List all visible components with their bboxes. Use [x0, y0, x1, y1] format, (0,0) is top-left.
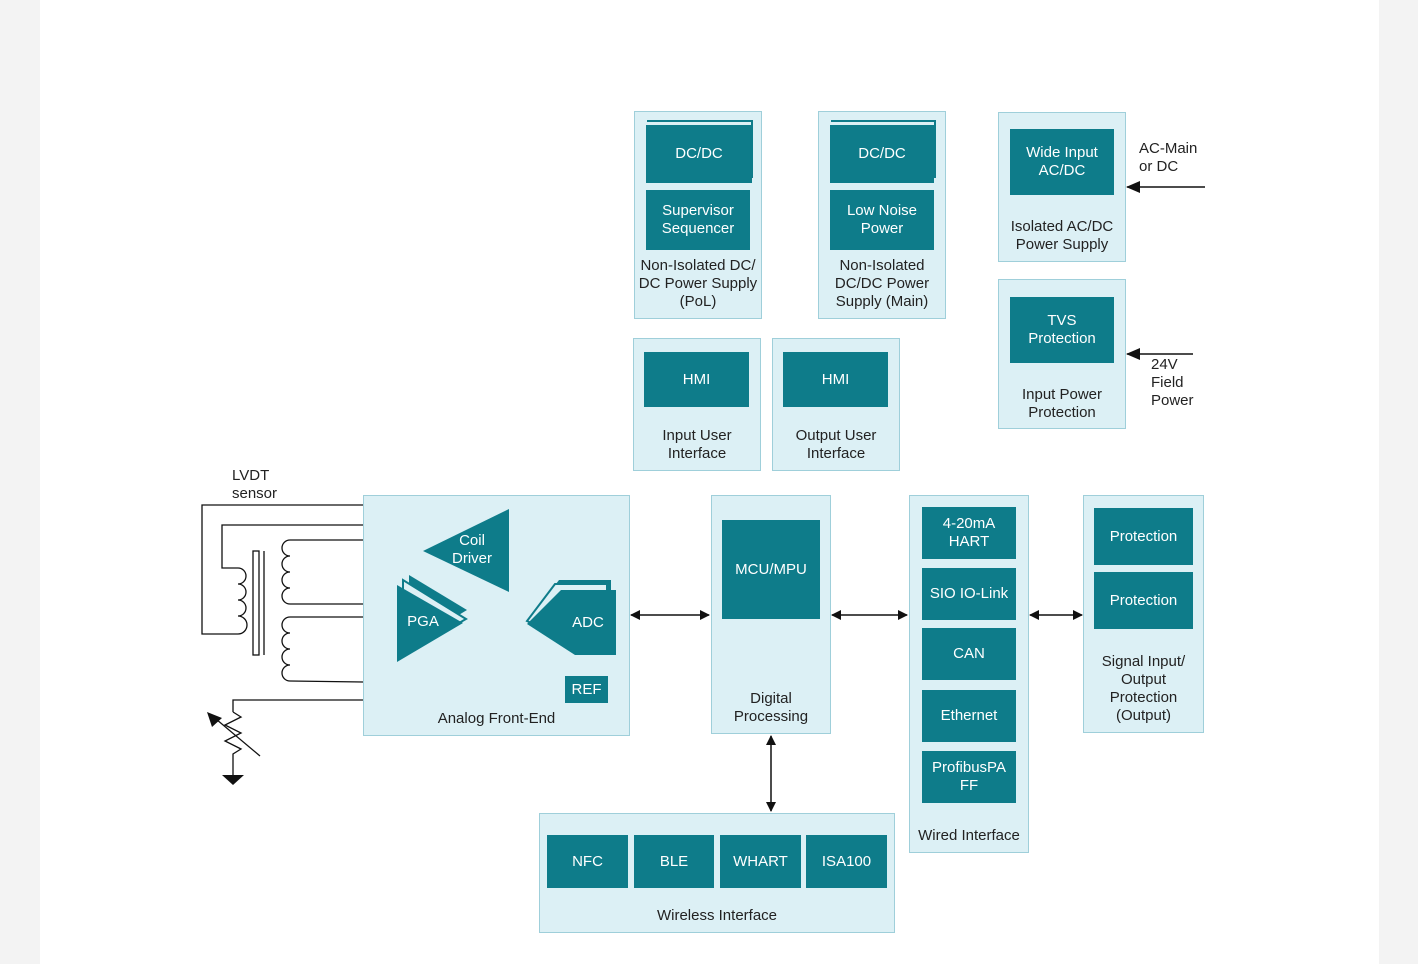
pol-dcdc-block[interactable]: DC/DC [646, 125, 752, 183]
input-power-protection-caption: Input Power Protection [1021, 386, 1103, 421]
coil-driver-shape [423, 509, 509, 592]
pga-shape [397, 585, 463, 662]
output-user-interface-caption: Output User Interface [795, 427, 877, 462]
signal-protection-block-1[interactable]: Protection [1094, 508, 1193, 565]
dcdc-stack-shadow [831, 120, 936, 178]
digital-processing-caption: Digital Processing [733, 690, 809, 725]
isolated-acdc-caption: Isolated AC/DC Power Supply [1010, 218, 1114, 253]
supervisor-sequencer-block[interactable]: Supervisor Sequencer [646, 190, 750, 250]
analog-front-end-caption: Analog Front-End [437, 710, 556, 727]
wired-ethernet-block[interactable]: Ethernet [922, 690, 1016, 742]
signal-protection-block-2[interactable]: Protection [1094, 572, 1193, 629]
signal-protection-caption: Signal Input/ Output Protection (Output) [1101, 653, 1186, 724]
input-user-interface-caption: Input User Interface [662, 427, 732, 462]
pol-power-supply-caption: Non-Isolated DC/ DC Power Supply (PoL) [638, 257, 758, 310]
input-hmi-block[interactable]: HMI [644, 352, 749, 407]
ground-icon [222, 775, 244, 785]
main-dcdc-block[interactable]: DC/DC [830, 125, 934, 183]
adc-label: ADC [572, 614, 604, 631]
wireless-isa100-block[interactable]: ISA100 [806, 835, 887, 888]
field-power-input-label: 24V Field Power [1151, 356, 1194, 409]
wireless-nfc-block[interactable]: NFC [547, 835, 628, 888]
low-noise-power-block[interactable]: Low Noise Power [830, 190, 934, 250]
wireless-ble-block[interactable]: BLE [634, 835, 714, 888]
wired-interface-caption: Wired Interface [918, 827, 1020, 844]
mcu-mpu-block[interactable]: MCU/MPU [722, 520, 820, 619]
output-hmi-block[interactable]: HMI [783, 352, 888, 407]
potentiometer-arrow-icon [207, 712, 222, 727]
afe-shapes [397, 509, 616, 662]
ref-block[interactable]: REF [565, 676, 608, 703]
main-power-supply-caption: Non-Isolated DC/DC Power Supply (Main) [834, 257, 930, 310]
wireless-whart-block[interactable]: WHART [720, 835, 801, 888]
wireless-interface-caption: Wireless Interface [656, 907, 778, 924]
wired-profibus-pa-ff-block[interactable]: ProfibusPA FF [922, 751, 1016, 803]
tvs-protection-block[interactable]: TVS Protection [1010, 297, 1114, 363]
wired-4-20ma-hart-block[interactable]: 4-20mA HART [922, 507, 1016, 559]
wired-can-block[interactable]: CAN [922, 628, 1016, 680]
coil-driver-label: Coil Driver [452, 532, 492, 567]
pga-label: PGA [407, 613, 439, 630]
ac-main-input-label: AC-Main or DC [1139, 140, 1198, 175]
wired-sio-io-link-block[interactable]: SIO IO-Link [922, 568, 1016, 620]
lvdt-sensor-symbol [201, 504, 364, 775]
wide-input-acdc-block[interactable]: Wide Input AC/DC [1010, 129, 1114, 195]
dcdc-stack-shadow [647, 120, 753, 178]
adc-shape [527, 590, 616, 655]
lvdt-sensor-label: LVDT sensor [232, 467, 278, 502]
